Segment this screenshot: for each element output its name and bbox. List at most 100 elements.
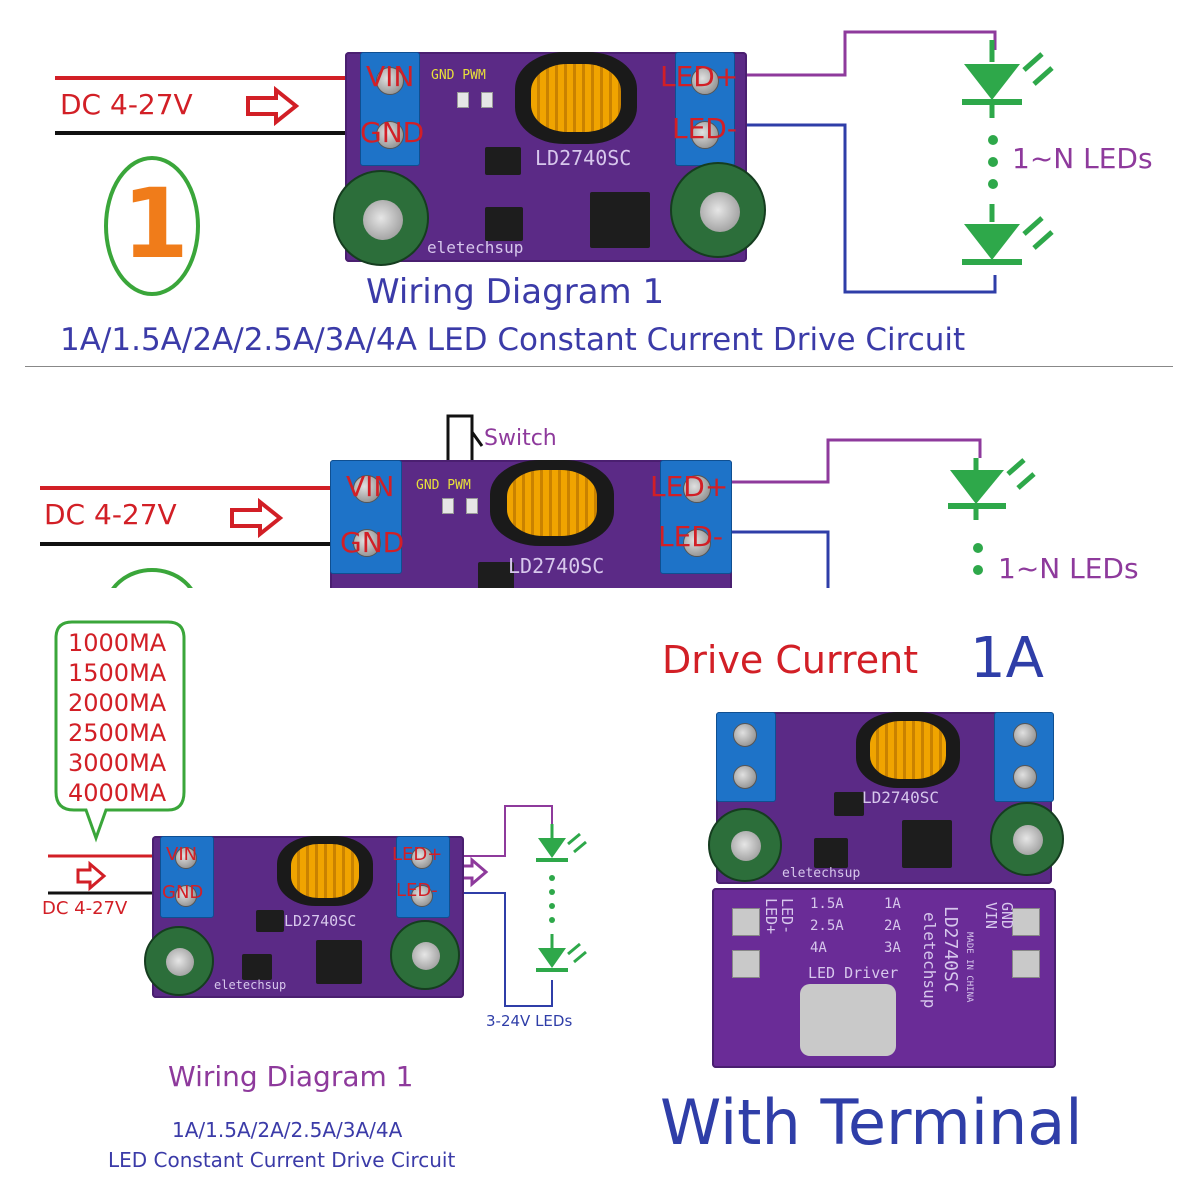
gnd-screw-icon — [353, 529, 381, 557]
panel-3-title: Wiring Diagram 1 — [168, 1060, 414, 1093]
silk-brand: eletechsup — [214, 978, 287, 992]
panel-3-subtitle-line2: LED Constant Current Drive Circuit — [108, 1148, 456, 1172]
input-voltage-label: DC 4-27V — [44, 498, 177, 531]
resistor-r2 — [457, 92, 469, 108]
input-terminal-block — [160, 836, 214, 918]
led-top-icon — [536, 824, 587, 862]
silk-gnd-pwm: GND PWM — [416, 478, 471, 493]
pin-led-plus-label: LED+ — [660, 60, 739, 93]
led-plus-screw-icon — [1013, 723, 1037, 747]
output-terminal-block — [994, 712, 1054, 802]
back-made-in: MADE IN CHINA — [964, 932, 974, 1003]
inductor — [856, 712, 960, 788]
back-option: 1.5A — [810, 896, 844, 912]
resistor-r1 — [481, 92, 493, 108]
panel-1: DC 4-27V 1 GND PWM LD2740SC eletechsup V… — [0, 0, 1200, 370]
current-option: 1000MA — [68, 629, 167, 657]
input-capacitor — [708, 808, 782, 882]
diode — [485, 207, 523, 241]
diode — [242, 954, 272, 980]
silk-chip-name: LD2740SC — [508, 554, 605, 578]
inductor — [490, 460, 614, 546]
panel-4: Drive Current 1A LD2740SC eletechsup LED… — [640, 588, 1200, 1200]
output-terminal-block — [660, 460, 732, 574]
diode — [814, 838, 848, 868]
capacitor-top — [363, 200, 403, 240]
input-terminal-block — [360, 52, 420, 166]
pin-vin-label: VIN — [346, 470, 395, 503]
panel-3-subtitle-line1: 1A/1.5A/2A/2.5A/3A/4A — [172, 1118, 403, 1142]
switch-label: Switch — [484, 426, 557, 451]
led-voltage-label: 3-24V LEDs — [486, 1012, 573, 1030]
driver-ic — [834, 792, 864, 816]
input-terminal-block — [330, 460, 402, 574]
current-option: 3000MA — [68, 749, 167, 777]
inductor-coil — [870, 721, 946, 779]
resistor-r2 — [442, 498, 454, 514]
led-minus-screw-icon — [691, 121, 719, 149]
current-options-list: 1000MA 1500MA 2000MA 2500MA 3000MA 4000M… — [68, 628, 178, 808]
gnd-screw-icon — [733, 765, 757, 789]
pad-led-minus — [732, 950, 760, 978]
output-terminal-block — [396, 836, 450, 918]
back-brand: eletechsup — [920, 912, 939, 1009]
resistor-r1 — [466, 498, 478, 514]
back-option-selected: 1A — [884, 896, 901, 912]
panel-1-subtitle: 1A/1.5A/2A/2.5A/3A/4A LED Constant Curre… — [60, 322, 966, 358]
vin-screw-icon — [376, 67, 404, 95]
back-led-driver: LED Driver — [808, 964, 899, 982]
vin-screw-icon — [733, 723, 757, 747]
led-minus-screw-icon — [683, 529, 711, 557]
panel-1-wires — [55, 30, 1054, 296]
silk-gnd-pwm: GND PWM — [431, 68, 486, 83]
led-plus-screw-icon — [411, 847, 433, 869]
mosfet — [590, 192, 650, 248]
silk-chip-name: LD2740SC — [535, 146, 632, 170]
panel-2-wires — [40, 414, 1036, 588]
pcb-board: GND PWM LD2740SC — [330, 460, 732, 588]
panel-3: 1000MA 1500MA 2000MA 2500MA 3000MA 4000M… — [0, 588, 640, 1200]
current-option: 4000MA — [68, 779, 167, 807]
pad-gnd — [1012, 908, 1040, 936]
inductor — [277, 836, 373, 906]
output-capacitor — [990, 802, 1064, 876]
inductor-coil — [531, 64, 621, 132]
divider — [25, 366, 1173, 367]
back-option: 4A — [810, 940, 827, 956]
back-option: 2.5A — [810, 918, 844, 934]
pcb-board: GND PWM LD2740SC eletechsup — [333, 52, 766, 266]
inductor-coil — [507, 470, 597, 536]
pcb-front: LD2740SC eletechsup — [708, 712, 1064, 884]
led-plus-screw-icon — [691, 67, 719, 95]
vin-screw-icon — [175, 847, 197, 869]
led-plus-screw-icon — [683, 475, 711, 503]
gnd-screw-icon — [175, 885, 197, 907]
back-led-minus: LED- — [778, 898, 796, 935]
current-option: 1500MA — [68, 659, 167, 687]
drive-current-value: 1A — [970, 626, 1044, 691]
led-top-icon — [962, 40, 1054, 118]
back-option: 2A — [884, 918, 901, 934]
with-terminal-caption: With Terminal — [660, 1086, 1083, 1159]
silk-chip-name: LD2740SC — [862, 788, 940, 807]
pin-led-minus-label: LED- — [672, 112, 737, 145]
pin-led-minus-label: LED- — [396, 880, 438, 901]
input-terminal-block — [716, 712, 776, 802]
pcb-back: LED+ LED- GND VIN 1.5A 1A 2.5A 2A 4A 3A … — [712, 888, 1056, 1068]
led-bottom-icon — [536, 934, 587, 972]
silk-chip-name: LD2740SC — [284, 912, 357, 930]
silk-brand: eletechsup — [427, 238, 524, 257]
pin-vin-label: VIN — [366, 60, 415, 93]
output-terminal-block — [675, 52, 735, 166]
panel-2: Switch DC 4-27V GND PWM LD2740SC VIN GND… — [0, 370, 1200, 588]
pin-vin-label: VIN — [166, 844, 198, 865]
vin-screw-icon — [353, 475, 381, 503]
pad-vin — [1012, 950, 1040, 978]
output-capacitor — [390, 920, 460, 990]
panel-1-title: Wiring Diagram 1 — [366, 272, 665, 312]
drive-current-label: Drive Current — [662, 638, 919, 682]
input-voltage-label: DC 4-27V — [60, 88, 193, 121]
pin-gnd-label: GND — [360, 116, 425, 149]
input-capacitor — [333, 170, 429, 266]
driver-ic — [256, 910, 284, 932]
